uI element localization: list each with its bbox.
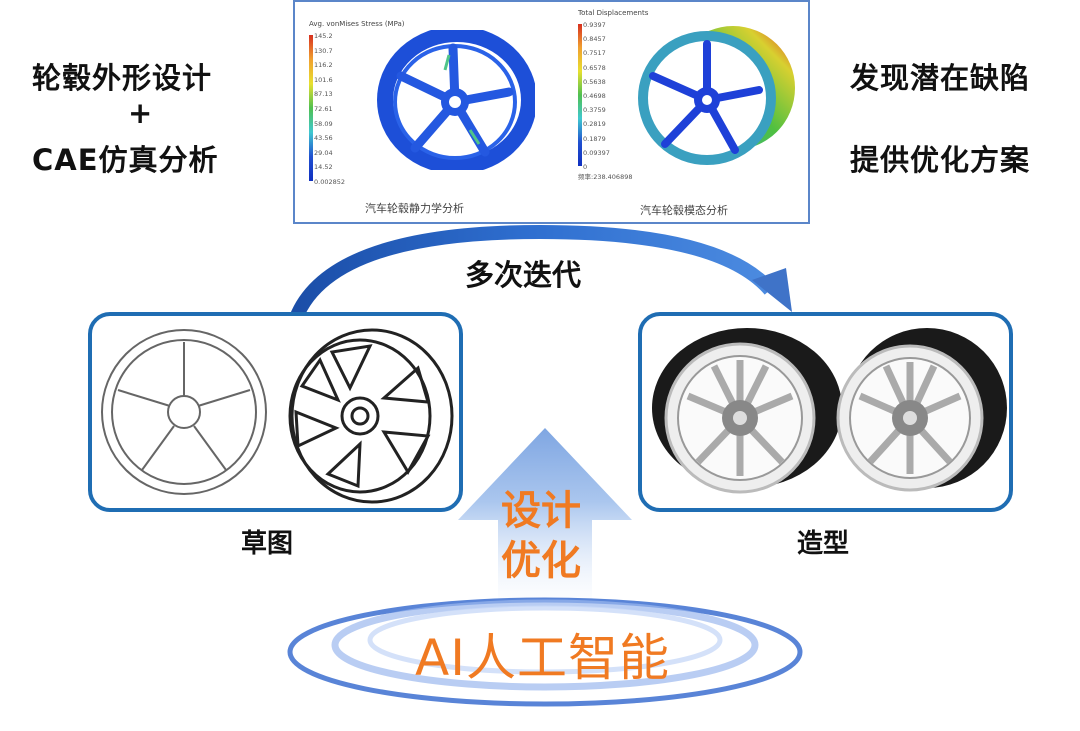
iteration-label: 多次迭代 — [465, 258, 582, 292]
frequency-readout: 频率:238.406898 — [578, 173, 633, 181]
cae-heading-line2: CAE仿真分析 — [32, 143, 219, 177]
legend-tick: 116.2 — [314, 61, 333, 70]
legend-tick: 0.5638 — [583, 77, 606, 86]
model-panel — [638, 312, 1013, 512]
legend-tick: 0.8457 — [583, 35, 606, 44]
legend-tick: 14.52 — [314, 163, 333, 172]
legend-tick: 130.7 — [314, 46, 333, 55]
legend-tick: 0.1879 — [583, 134, 606, 143]
sketch-wheels — [101, 328, 454, 504]
legend-tick: 0.4698 — [583, 92, 606, 100]
legend-tick: 72.61 — [314, 105, 333, 113]
displacement-legend-title: Total Displacements — [578, 9, 649, 17]
legend-tick: 87.13 — [314, 90, 333, 99]
legend-tick: 58.09 — [314, 119, 333, 128]
plus-sign: + — [128, 96, 154, 130]
result-line2: 提供优化方案 — [850, 143, 1031, 177]
static-analysis-caption: 汽车轮毂静力学分析 — [365, 202, 464, 215]
design-label: 设计 — [501, 488, 581, 534]
legend-tick: 0 — [583, 163, 588, 171]
legend-tick: 0.7517 — [583, 49, 606, 58]
legend-tick: 101.6 — [314, 75, 333, 84]
legend-tick: 0.002852 — [314, 178, 346, 186]
legend-tick: 29.04 — [314, 148, 333, 157]
legend-tick: 0.9397 — [583, 21, 606, 29]
sketch-label: 草图 — [241, 529, 294, 559]
legend-tick: 43.56 — [314, 134, 333, 143]
stress-legend-title: Avg. vonMises Stress (MPa) — [309, 20, 405, 28]
legend-tick: 0.09397 — [583, 148, 610, 157]
modal-analysis-wheel — [638, 26, 795, 165]
cae-heading-line1: 轮毂外形设计 — [32, 61, 213, 95]
legend-tick: 0.2819 — [583, 120, 606, 129]
optimize-label: 优化 — [501, 538, 581, 584]
model-label: 造型 — [797, 529, 850, 559]
rendered-wheels — [652, 328, 1007, 494]
modal-analysis-caption: 汽车轮毂模态分析 — [640, 204, 728, 217]
stress-color-scale — [309, 35, 313, 181]
sketch-panel — [88, 312, 463, 512]
static-analysis-wheel — [377, 30, 535, 170]
ai-label: AI人工智能 — [415, 629, 670, 687]
legend-tick: 0.3759 — [583, 106, 606, 115]
displacement-color-scale — [578, 24, 582, 166]
result-line1: 发现潜在缺陷 — [850, 61, 1031, 95]
legend-tick: 145.2 — [314, 32, 333, 40]
cae-analysis-panel: Avg. vonMises Stress (MPa) 145.2 130.7 116… — [293, 0, 810, 224]
legend-tick: 0.6578 — [583, 63, 606, 72]
